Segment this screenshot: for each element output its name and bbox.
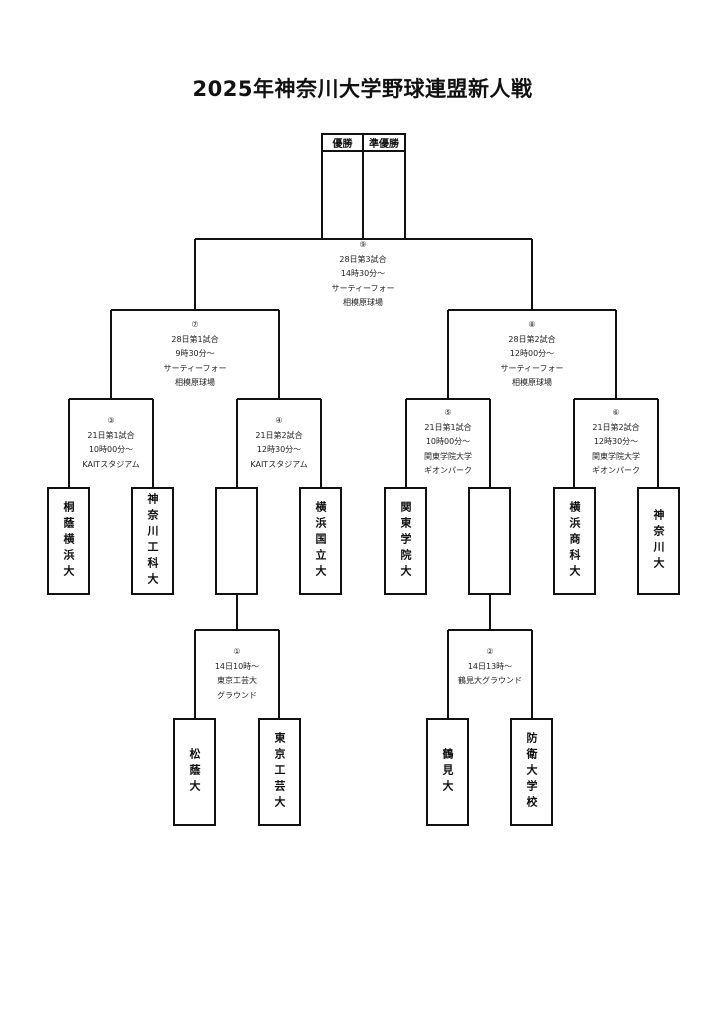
semi-bracket-right bbox=[447, 309, 617, 399]
game-info-9: ⑨ 28日第3試合 14時30分〜 サーティーフォー 相模原球場 bbox=[331, 240, 395, 307]
game-info-4: ④ 21日第2試合 12時30分〜 KAITスタジアム bbox=[250, 416, 308, 469]
team-box-winner-game-1 bbox=[215, 487, 258, 595]
team-box-kanagawa: 神奈川大 bbox=[637, 487, 680, 595]
team-name: 東京工芸大 bbox=[273, 732, 286, 812]
team-box-tokyo-kougei: 東京工芸大 bbox=[258, 718, 301, 826]
team-box-yokohama-kokuritsu: 横浜国立大 bbox=[299, 487, 342, 595]
team-box-yokohama-shoka: 横浜商科大 bbox=[553, 487, 596, 595]
qf-bracket-3 bbox=[68, 398, 154, 488]
game-info-1: ① 14日10時〜 東京工芸大 グラウンド bbox=[214, 647, 260, 700]
team-box-kanto-gakuin: 関東学院大 bbox=[384, 487, 427, 595]
team-name: 防衛大学校 bbox=[525, 732, 538, 812]
game-info-7: ⑦ 28日第1試合 9時30分〜 サーティーフォー 相模原球場 bbox=[163, 320, 227, 387]
semi-bracket-left bbox=[110, 309, 280, 399]
r1-bracket-2 bbox=[447, 595, 533, 719]
r1-bracket-1 bbox=[194, 595, 280, 719]
game-info-8: ⑧ 28日第2試合 12時00分〜 サーティーフォー 相模原球場 bbox=[500, 320, 564, 387]
team-name: 松蔭大 bbox=[188, 748, 201, 796]
runner-up-box bbox=[362, 150, 406, 240]
game-info-2: ② 14日13時〜 鶴見大グラウンド bbox=[458, 647, 522, 685]
qf-bracket-4 bbox=[236, 398, 322, 488]
team-name: 神奈川工科大 bbox=[146, 493, 159, 589]
game-info-5: ⑤ 21日第1試合 10時00分〜 関東学院大学 ギオンパーク bbox=[424, 408, 472, 475]
team-name: 神奈川大 bbox=[652, 509, 665, 573]
game-info-6: ⑥ 21日第2試合 12時30分〜 関東学院大学 ギオンパーク bbox=[592, 408, 640, 475]
page-title: 2025年神奈川大学野球連盟新人戦 bbox=[192, 77, 533, 101]
team-box-winner-game-2 bbox=[468, 487, 511, 595]
team-box-kanagawa-kouka: 神奈川工科大 bbox=[131, 487, 174, 595]
qf-bracket-5 bbox=[405, 398, 491, 488]
qf-bracket-6 bbox=[573, 398, 659, 488]
team-box-boei: 防衛大学校 bbox=[510, 718, 553, 826]
team-name: 横浜国立大 bbox=[314, 501, 327, 581]
team-box-tsurumi: 鶴見大 bbox=[426, 718, 469, 826]
team-box-shoin: 松蔭大 bbox=[173, 718, 216, 826]
champion-box bbox=[321, 150, 364, 240]
team-box-toin: 桐蔭横浜大 bbox=[47, 487, 90, 595]
team-name: 桐蔭横浜大 bbox=[62, 501, 75, 581]
team-name: 関東学院大 bbox=[399, 501, 412, 581]
game-info-3: ③ 21日第1試合 10時00分〜 KAITスタジアム bbox=[82, 416, 140, 469]
team-name: 横浜商科大 bbox=[568, 501, 581, 581]
team-name: 鶴見大 bbox=[441, 748, 454, 796]
